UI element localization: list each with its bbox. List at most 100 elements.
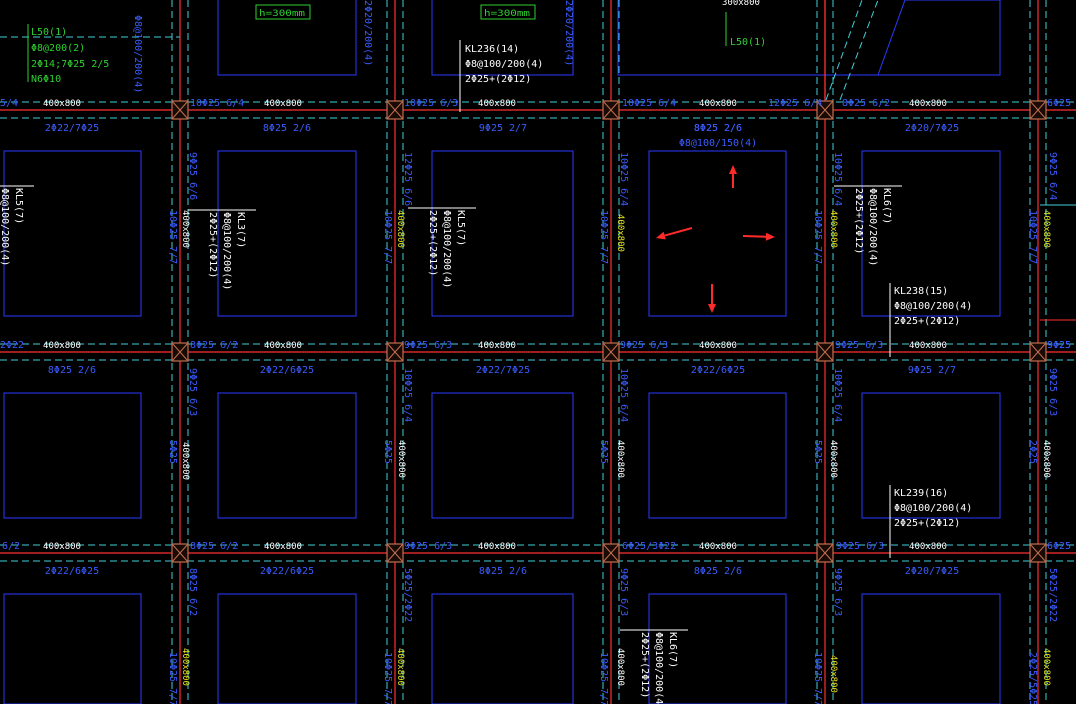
- vertical-rebar-label: 5Φ25: [598, 440, 609, 464]
- slab-panel: [431, 392, 574, 519]
- vertical-beam-size: 400x800: [615, 214, 625, 252]
- column: [1029, 342, 1047, 362]
- kl239-top: 2Φ25+(2Φ12): [894, 518, 960, 529]
- slab-panel: [3, 150, 142, 317]
- column: [386, 543, 404, 563]
- bottom-rebar-label: 2Φ22/6Φ25: [45, 566, 99, 577]
- slab-panel: [431, 593, 574, 704]
- vertical-beam-size: 400x800: [180, 648, 190, 686]
- l50-top-label: L50(1): [730, 37, 766, 48]
- vertical-rebar-label: 10Φ25 7/7: [382, 210, 393, 264]
- support-rebar-label: 9Φ25 6/3: [1047, 340, 1076, 351]
- vertical-rebar-label: 10Φ25 6/4: [618, 152, 629, 206]
- vertical-rebar-label: 10Φ25 7/7: [812, 210, 823, 264]
- column: [1029, 543, 1047, 563]
- kl3-top: 2Φ25+(2Φ12): [207, 212, 218, 278]
- vertical-rebar-label: 9Φ25 6/3: [618, 568, 629, 616]
- column-cross: [171, 543, 189, 563]
- kl6-name: KL6(7): [881, 188, 892, 224]
- column: [386, 100, 404, 120]
- kl6-bottom-top: 2Φ25+(2Φ12): [639, 632, 650, 698]
- column: [386, 342, 404, 362]
- support-rebar-label: 9Φ25 6/3: [404, 541, 452, 552]
- top-column-rebar: 2Φ20/200(4): [362, 0, 373, 66]
- column-cross: [171, 342, 189, 362]
- kl6-stirrup: Φ8@100/200(4): [867, 188, 878, 266]
- vertical-beam-size: 400x800: [828, 440, 838, 478]
- kl3-name: KL3(7): [235, 212, 246, 248]
- beam-size-label: 400x800: [43, 542, 81, 552]
- kl239-stirrup: Φ8@100/200(4): [894, 503, 972, 514]
- slab-panel: [861, 593, 1001, 704]
- column-cross: [1029, 342, 1047, 362]
- vertical-beam-size: 400x800: [828, 655, 838, 693]
- slab-panel-top: [431, 0, 574, 76]
- vertical-rebar-label: 12Φ25 6/6: [402, 152, 413, 206]
- kl5-name: KL5(7): [455, 210, 466, 246]
- vertical-rebar-label: 2Φ25/5Φ25: [1027, 652, 1038, 704]
- column-cross: [1029, 543, 1047, 563]
- slab-panel: [217, 150, 357, 317]
- bottom-rebar-label: 2Φ22/7Φ25: [45, 123, 99, 134]
- beam-size-label: 400x800: [909, 99, 947, 109]
- column-cross: [816, 543, 834, 563]
- slab-panel: [861, 150, 1001, 317]
- vertical-rebar-label: 9Φ25 6/4: [1047, 152, 1058, 200]
- column: [171, 342, 189, 362]
- column-cross: [386, 100, 404, 120]
- bottom-rebar-label: 8Φ25 2/6: [694, 123, 742, 134]
- vertical-rebar-label: 10Φ25 6/4: [402, 368, 413, 422]
- kl236-stirrup: Φ8@100/200(4): [465, 59, 543, 70]
- vertical-beam-size: 400x800: [395, 210, 405, 248]
- h300-box: [255, 4, 311, 20]
- support-rebar-label: 9Φ25 6/2: [1047, 340, 1076, 351]
- vertical-rebar-label: 5Φ25/2Φ22: [1047, 568, 1058, 622]
- slab-panel: [648, 150, 787, 317]
- move-arrow-shaft: [742, 235, 767, 238]
- vertical-rebar-label: 10Φ25 7/7: [382, 652, 393, 704]
- support-rebar-label: 10Φ25 6/3: [404, 98, 458, 109]
- vertical-rebar-label: 9Φ25 6/3: [1047, 368, 1058, 416]
- support-rebar-label: 2Φ22: [0, 340, 24, 351]
- vertical-rebar-label: 5Φ25: [167, 440, 178, 464]
- bottom-rebar-label: 2Φ22/6Φ25: [691, 365, 745, 376]
- beam-size-label: 400x800: [699, 542, 737, 552]
- vertical-rebar-label: 5Φ25/2Φ22: [402, 568, 413, 622]
- column-cross: [816, 342, 834, 362]
- bottom-rebar-label: 9Φ25 2/7: [479, 123, 527, 134]
- kl236-top: 2Φ25+(2Φ12): [465, 74, 531, 85]
- beam-size-label: 400x800: [43, 341, 81, 351]
- bottom-rebar-label: 2Φ22/7Φ25: [476, 365, 530, 376]
- bottom-rebar-label: 8Φ25 2/6: [479, 566, 527, 577]
- kl238-stirrup: Φ8@100/200(4): [894, 301, 972, 312]
- column-cross: [602, 342, 620, 362]
- bottom-rebar-label: 2Φ20/7Φ25: [905, 566, 959, 577]
- move-arrow-shaft: [664, 227, 693, 237]
- vertical-rebar-label: 10Φ25 6/4: [618, 368, 629, 422]
- beam-size-label: 400x800: [264, 542, 302, 552]
- support-rebar-label: 12Φ25 6/4: [768, 98, 822, 109]
- vertical-rebar-label: 10Φ25 7/7: [812, 652, 823, 704]
- column: [602, 100, 620, 120]
- slab-panel: [217, 392, 357, 519]
- vertical-beam-size: 400x800: [1041, 648, 1051, 686]
- support-rebar-label: 8Φ25 6/2: [190, 340, 238, 351]
- vertical-beam-size: 400x800: [180, 210, 190, 248]
- vertical-rebar-label: 9Φ25 6/3: [187, 368, 198, 416]
- green-note-line2: Φ8@200(2): [31, 43, 85, 54]
- green-note-line3: 2Φ14;7Φ25 2/5: [31, 59, 109, 70]
- column-cross: [1029, 100, 1047, 120]
- center-slab-stirrup: Φ8@100/150(4): [679, 138, 757, 149]
- support-rebar-label: 10Φ25 6/4: [622, 98, 676, 109]
- column-cross: [171, 100, 189, 120]
- bottom-rebar-label: 2Φ22/6Φ25: [260, 365, 314, 376]
- vertical-rebar-label: 10Φ25 7/7: [598, 210, 609, 264]
- support-rebar-label: 9Φ25 6/3: [836, 541, 884, 552]
- kl6-bottom-stirrup: Φ8@100/200(4): [653, 632, 664, 704]
- bottom-rebar-label: 8Φ25 2/6: [263, 123, 311, 134]
- slab-panel: [3, 392, 142, 519]
- vertical-rebar-label: 5Φ25: [382, 440, 393, 464]
- kl236-name: KL236(14): [465, 44, 519, 55]
